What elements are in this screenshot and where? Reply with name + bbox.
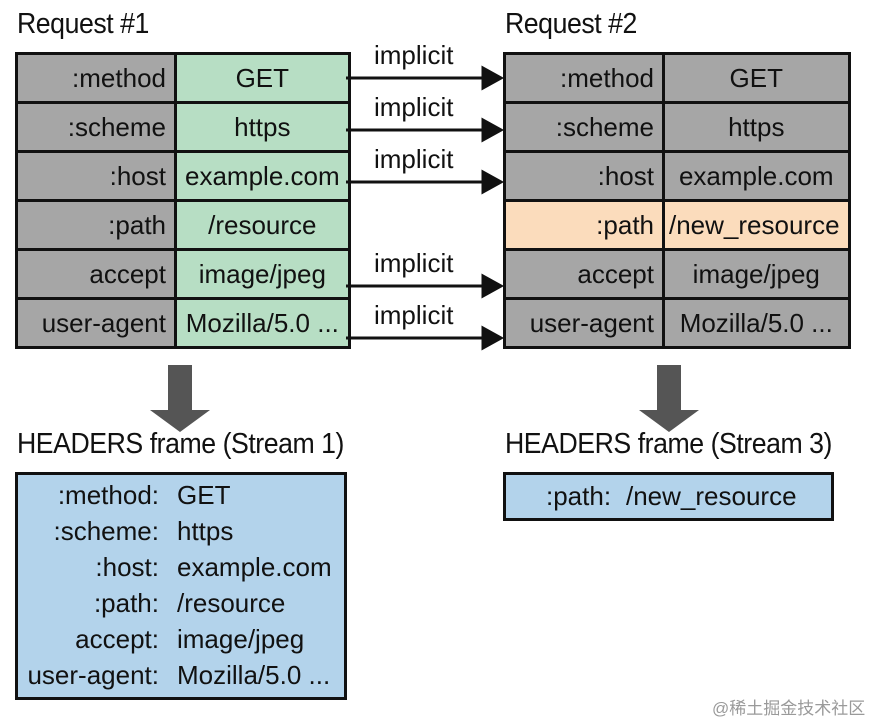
header-value: Mozilla/5.0 ...	[174, 297, 351, 349]
implicit-label: implicit	[374, 248, 454, 278]
frame-key: :host:	[95, 552, 159, 582]
header-name: accept	[15, 248, 177, 300]
frame-value: image/jpeg	[177, 624, 305, 654]
header-name: :path	[503, 199, 665, 251]
frame-key: :scheme:	[53, 516, 160, 546]
headers-frame-stream1: :method: GET :scheme: https :host: example.…	[15, 472, 347, 700]
implicit-label: implicit	[374, 144, 454, 174]
header-name: :scheme	[503, 101, 665, 153]
implicit-label: implicit	[374, 300, 454, 330]
header-name: :host	[15, 150, 177, 202]
header-value: GET	[174, 52, 351, 104]
header-name: :scheme	[15, 101, 177, 153]
header-value: image/jpeg	[662, 248, 851, 300]
implicit-arrowhead	[481, 325, 505, 351]
header-value: image/jpeg	[174, 248, 351, 300]
request2-title: Request #2	[505, 8, 637, 40]
frame-value: https	[177, 516, 234, 546]
watermark: @稀土掘金技术社区	[712, 699, 866, 718]
header-value: example.com	[174, 150, 351, 202]
frame-value: Mozilla/5.0 ...	[177, 660, 331, 690]
header-name: :method	[503, 52, 665, 104]
header-name: user-agent	[503, 297, 665, 349]
frame-key: accept:	[75, 624, 159, 654]
header-value: /new_resource	[662, 199, 851, 251]
implicit-arrowhead	[481, 65, 505, 91]
header-row: :path/resource	[15, 199, 351, 251]
implicit-arrowhead	[481, 273, 505, 299]
header-name: :method	[15, 52, 177, 104]
frame-row: :path: /resource	[18, 585, 344, 621]
header-name: :host	[503, 150, 665, 202]
frame-key: :path:	[546, 481, 612, 511]
changed-header-row: :path/new_resource	[503, 199, 851, 251]
frame-key: :method:	[57, 480, 159, 510]
frame-row: accept: image/jpeg	[18, 621, 344, 657]
implicit-arrowhead	[481, 117, 505, 143]
frame-key: user-agent:	[27, 660, 159, 690]
down-block-arrow	[150, 365, 210, 432]
frame-row: :host: example.com	[18, 549, 344, 585]
header-value: GET	[662, 52, 851, 104]
header-name: accept	[503, 248, 665, 300]
frame-value: /new_resource	[626, 481, 797, 511]
implicit-label: implicit	[374, 40, 454, 70]
request1-title: Request #1	[17, 8, 149, 40]
header-value: https	[174, 101, 351, 153]
frame-row: user-agent: Mozilla/5.0 ...	[18, 657, 344, 693]
frame-value: GET	[177, 480, 231, 510]
frame-key: :path:	[93, 588, 159, 618]
header-name: :path	[15, 199, 177, 251]
implicit-label: implicit	[374, 92, 454, 122]
frame-value: example.com	[177, 552, 332, 582]
down-block-arrow	[639, 365, 699, 432]
frame-value: /resource	[177, 588, 286, 618]
header-value: Mozilla/5.0 ...	[662, 297, 851, 349]
frame-row: :path: /new_resource	[546, 478, 836, 514]
implicit-arrowhead	[481, 169, 505, 195]
frame1-title: HEADERS frame (Stream 1)	[17, 428, 344, 460]
headers-frame-stream3: :path: /new_resource	[503, 472, 834, 521]
header-value: example.com	[662, 150, 851, 202]
frame-row: :scheme: https	[18, 513, 344, 549]
frame-row: :method: GET	[18, 477, 344, 513]
header-name: user-agent	[15, 297, 177, 349]
frame3-title: HEADERS frame (Stream 3)	[505, 428, 832, 460]
header-value: /resource	[174, 199, 351, 251]
header-value: https	[662, 101, 851, 153]
